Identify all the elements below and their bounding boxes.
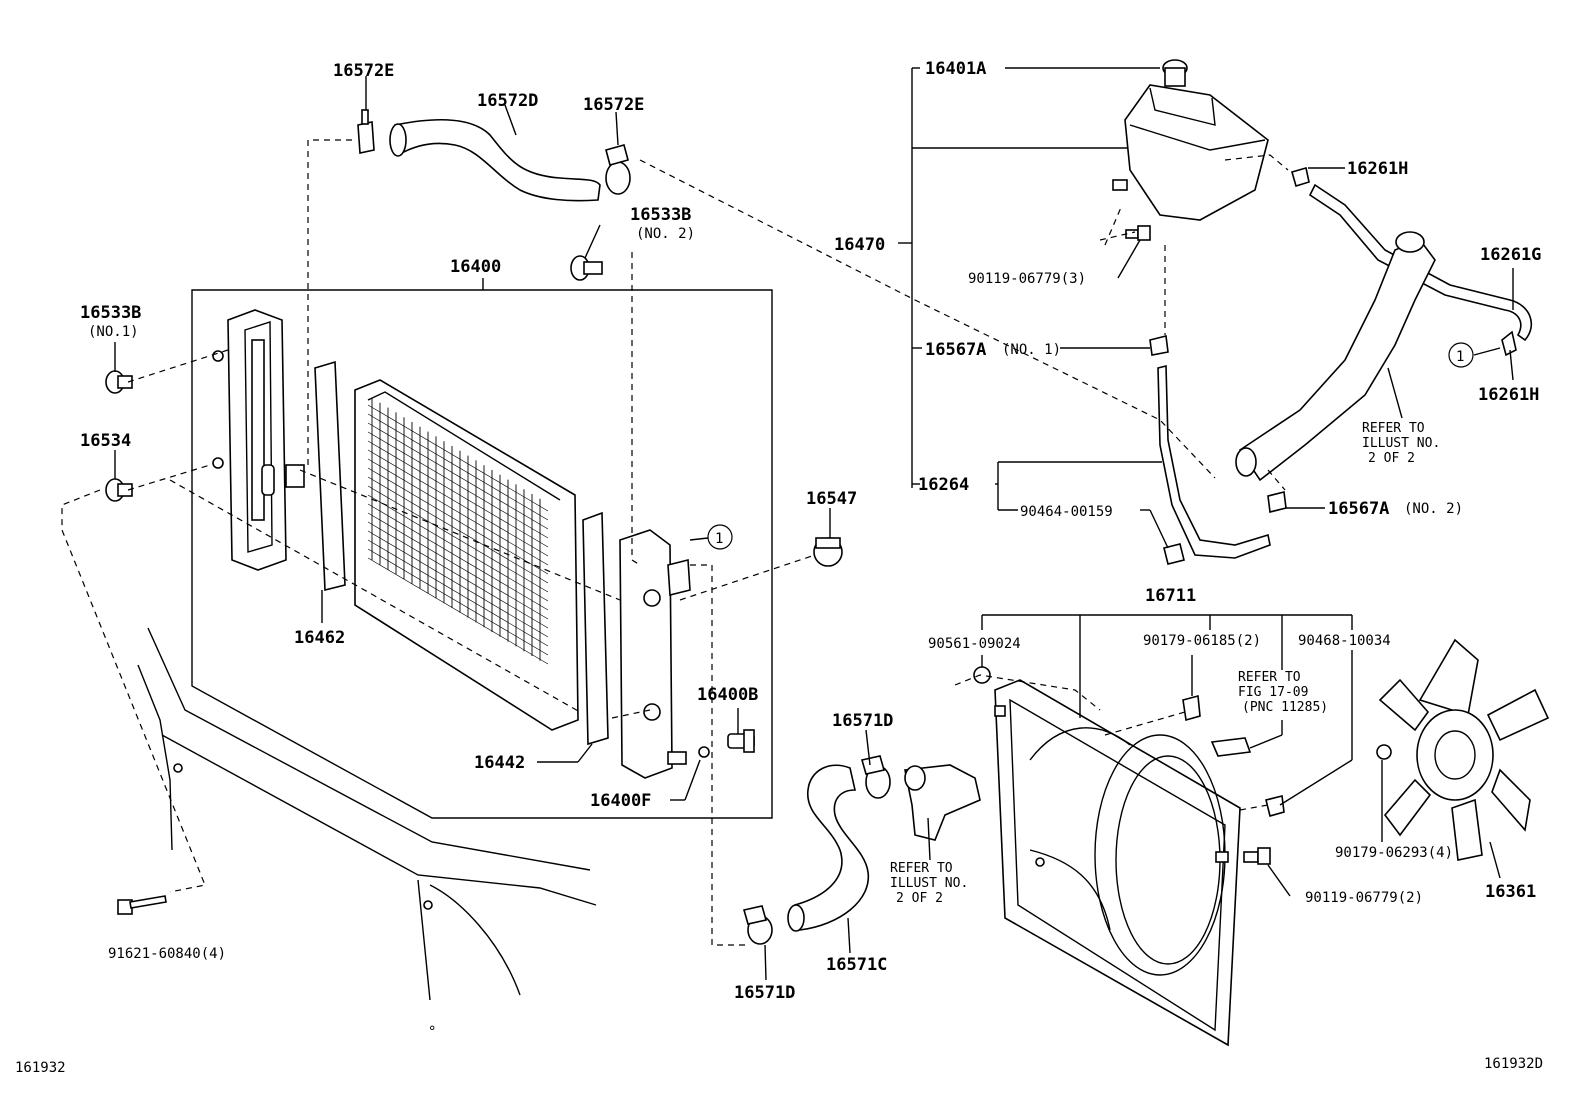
label-90464-00159: 90464-00159 (1020, 504, 1113, 520)
label-16572e-right: 16572E (583, 95, 644, 115)
note-refer-illust-upper: REFER TO ILLUST NO. 2 OF 2 (1362, 421, 1440, 466)
gasket-16462 (314, 360, 346, 592)
svg-text:ILLUST NO.: ILLUST NO. (890, 876, 968, 891)
label-16567a-no1-sub: (NO. 1) (1002, 342, 1061, 358)
label-16533b-no1-sub: (NO.1) (88, 324, 139, 340)
svg-text:REFER TO: REFER TO (890, 861, 953, 876)
lower-hose-16571c (787, 764, 870, 932)
label-16711: 16711 (1145, 586, 1196, 606)
clip-90179-06185 (1182, 694, 1201, 722)
svg-text:REFER TO: REFER TO (1238, 670, 1301, 685)
bolt-16533b-no1 (105, 370, 133, 394)
label-16261h-upper: 16261H (1347, 159, 1408, 179)
label-16533b-no1: 16533B (80, 303, 141, 323)
upper-hose-16572d (389, 118, 601, 202)
label-16470: 16470 (834, 235, 885, 255)
svg-text:(PNC 11285): (PNC 11285) (1242, 700, 1328, 715)
note-refer-fig: REFER TO FIG 17-09 (PNC 11285) (1238, 670, 1328, 715)
fig-17-09-part (1210, 737, 1252, 757)
hose-clamp-16572e-left (357, 109, 375, 154)
label-90119-06779-3: 90119-06779(3) (968, 271, 1086, 287)
label-90179-06185-2: 90179-06185(2) (1143, 633, 1261, 649)
overflow-hose-16261g (1308, 183, 1533, 342)
leader-lines (61, 67, 1514, 981)
hose-clamp-16571d-lower (742, 905, 773, 945)
stray-mark: ° (428, 1024, 436, 1040)
filler-pipe (1235, 231, 1436, 482)
hose-clamp-16571d-upper (860, 755, 891, 799)
label-16533b-no2: 16533B (630, 205, 691, 225)
label-16261g: 16261G (1480, 245, 1541, 265)
figure-code-left: 161932 (15, 1060, 66, 1076)
label-16261h-lower: 16261H (1478, 385, 1539, 405)
label-16400: 16400 (450, 257, 501, 277)
nut-90561-09024 (973, 666, 991, 684)
label-16400f: 16400F (590, 791, 651, 811)
screw-90119-06779-3 (1125, 225, 1151, 241)
gasket-16442 (582, 511, 609, 746)
label-16571d-lower: 16571D (734, 983, 795, 1003)
label-16572e-left: 16572E (333, 61, 394, 81)
label-16400b: 16400B (697, 685, 758, 705)
label-16361: 16361 (1485, 882, 1536, 902)
label-90179-06293-4: 90179-06293(4) (1335, 845, 1453, 861)
clamp-16261h-lower (1501, 330, 1517, 357)
label-16572d: 16572D (477, 91, 538, 111)
label-16534: 16534 (80, 431, 131, 451)
bolt-91621-60840 (117, 895, 167, 915)
label-16547: 16547 (806, 489, 857, 509)
radiator-right-tank (619, 529, 691, 779)
svg-text:ILLUST NO.: ILLUST NO. (1362, 436, 1440, 451)
radiator-cap-16547 (813, 537, 843, 567)
radiator-assembly-outline (191, 289, 773, 819)
label-91621-60840: 91621-60840(4) (108, 946, 226, 962)
callout-ref-1-right: 1 (1448, 342, 1474, 368)
part-labels: 16572E 16572D 16572E 16533B (NO. 2) 1640… (80, 59, 1541, 1003)
reservoir-hose-16264 (1157, 364, 1271, 559)
label-16567a-no1: 16567A (925, 340, 986, 360)
label-16442: 16442 (474, 753, 525, 773)
nut-90179-06293 (1376, 744, 1392, 760)
label-90561-09024: 90561-09024 (928, 636, 1021, 652)
callout-ref-1-left: 1 (689, 524, 733, 550)
figure-code-right: 161932D (1484, 1056, 1543, 1072)
drain-cock-16400b (727, 729, 755, 753)
svg-text:2 OF 2: 2 OF 2 (896, 891, 943, 906)
svg-text:REFER TO: REFER TO (1362, 421, 1425, 436)
label-16571c: 16571C (826, 955, 887, 975)
clamp-16567a-no2 (1267, 491, 1287, 513)
reservoir-tank (1112, 59, 1269, 221)
svg-text:1: 1 (715, 531, 723, 547)
label-16401a: 16401A (925, 59, 986, 79)
label-16567a-no2-sub: (NO. 2) (1404, 501, 1463, 517)
radiator-left-tank (212, 309, 305, 571)
label-16264: 16264 (918, 475, 969, 495)
label-16567a-no2: 16567A (1328, 499, 1389, 519)
label-16462: 16462 (294, 628, 345, 648)
svg-text:FIG 17-09: FIG 17-09 (1238, 685, 1308, 700)
bolt-16533b-no2 (570, 255, 603, 281)
bolt-16534 (105, 478, 133, 502)
clamp-16261h-upper (1291, 166, 1310, 188)
label-16571d-upper: 16571D (832, 711, 893, 731)
clamp-90468-10034 (1265, 795, 1285, 817)
body-panel (137, 627, 597, 1001)
svg-text:2 OF 2: 2 OF 2 (1368, 451, 1415, 466)
water-inlet-housing (904, 764, 981, 841)
label-90468-10034: 90468-10034 (1298, 633, 1391, 649)
radiator-core (354, 379, 579, 731)
fan-shroud-16711 (994, 679, 1241, 1047)
screw-90119-06779-2 (1243, 847, 1271, 865)
hose-clamp-16572e-right (605, 144, 631, 195)
clamp-90464-00159 (1163, 543, 1185, 565)
drain-plug-16400f (698, 746, 710, 758)
label-16533b-no2-sub: (NO. 2) (636, 226, 695, 242)
note-refer-illust-lower: REFER TO ILLUST NO. 2 OF 2 (890, 861, 968, 906)
svg-text:1: 1 (1456, 349, 1464, 365)
clamp-16567a-no1 (1149, 335, 1169, 356)
label-90119-06779-2: 90119-06779(2) (1305, 890, 1423, 906)
fan-16361 (1376, 638, 1550, 861)
